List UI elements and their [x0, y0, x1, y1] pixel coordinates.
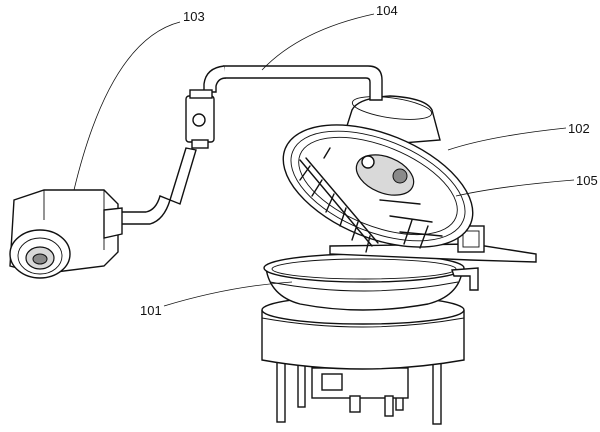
base-stand [261, 295, 465, 425]
pipe-elbow-low [117, 195, 171, 225]
hinge-bracket [329, 225, 537, 263]
leader-101 [163, 281, 293, 307]
underside-foot-2 [384, 395, 394, 417]
label-105: 105 [576, 173, 598, 188]
leader-lines [73, 13, 575, 307]
pan-handle [451, 267, 479, 291]
blower-103 [9, 189, 123, 279]
leader-102 [447, 127, 567, 151]
pan-101 [263, 253, 479, 311]
label-103: 103 [183, 9, 205, 24]
label-102: 102 [568, 121, 590, 136]
valve-knob [192, 113, 206, 127]
tine-6 [365, 235, 371, 253]
lid-inner-ring [298, 136, 458, 236]
lid-cap [351, 96, 433, 120]
tine-5 [351, 221, 359, 241]
base-band [261, 317, 465, 328]
leg-right [432, 359, 442, 425]
hinge-inner [462, 230, 480, 248]
tine-1 [299, 165, 311, 181]
tine-3 [325, 193, 335, 213]
tine-7 [403, 219, 413, 245]
sprinkler-head [392, 168, 408, 184]
pan-contour [269, 281, 459, 292]
leader-105 [455, 179, 575, 197]
leg-mid-left [297, 364, 306, 408]
stirrer-105 [299, 147, 443, 253]
underside-foot [349, 395, 361, 413]
pipe-top-run [223, 65, 383, 101]
leader-104 [261, 13, 375, 71]
hub-nut [361, 155, 375, 169]
rake-arm-c [399, 231, 443, 237]
pipe-down-run [169, 147, 197, 205]
tine-4 [339, 207, 347, 227]
rake-bar-2 [305, 157, 379, 244]
tine-2 [311, 179, 323, 197]
tine-8 [419, 225, 429, 249]
lid-rim-inner [290, 130, 466, 242]
leg-left [276, 359, 286, 423]
rake-bar [299, 159, 373, 247]
leader-103 [73, 21, 181, 191]
label-104: 104 [376, 3, 398, 18]
rake-link [323, 147, 331, 159]
blower-outlet [103, 207, 123, 239]
label-101: 101 [140, 303, 162, 318]
rake-arm-b [389, 215, 433, 223]
pipe-elbow-top [203, 65, 227, 93]
valve-top-collar [189, 89, 213, 99]
lid-102 [282, 95, 474, 248]
valve-bottom-collar [191, 139, 209, 149]
blower-hub [32, 253, 48, 265]
pipe-104 [117, 65, 383, 225]
underside-part [321, 373, 343, 391]
blower-intake-mid [17, 237, 63, 275]
rake-arm-a [379, 199, 421, 205]
